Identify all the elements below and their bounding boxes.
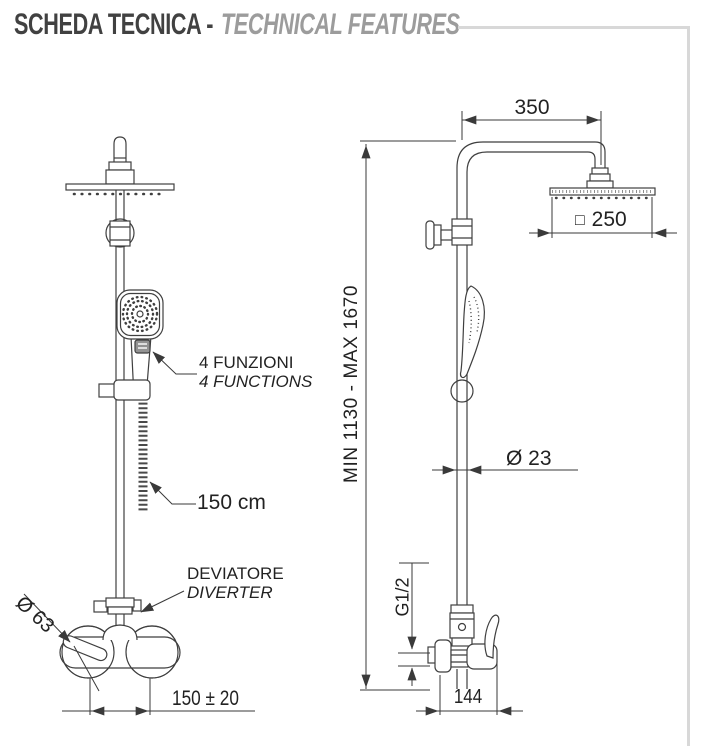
diverter-front <box>93 597 142 615</box>
frame-line-horizontal <box>458 26 690 29</box>
wall-bracket-clamp-front <box>109 220 131 247</box>
slider-bracket-front <box>98 379 151 401</box>
side-view-drawing <box>425 141 656 689</box>
functions-leader-line <box>152 351 197 375</box>
arm-projection-dimension: 350 <box>514 96 550 119</box>
diverter-leader-line <box>140 590 185 613</box>
mixer-valve-side <box>427 614 500 689</box>
diverter-label-english: DIVERTER <box>187 583 273 602</box>
side-view-dimensions <box>360 111 677 716</box>
hand-shower-side <box>459 285 485 379</box>
page-title: SCHEDA TECNICA -TECHNICAL FEATURES <box>14 8 460 42</box>
inlet-spacing-dimension: 150 ± 20 <box>172 687 239 710</box>
hose-leader-line <box>149 481 196 505</box>
functions-label-italian: 4 FUNZIONI <box>199 353 294 372</box>
front-view-dimensions <box>23 351 255 716</box>
wall-bracket-knob-side <box>425 220 454 250</box>
head-size-value: 250 <box>591 208 627 231</box>
page-title-italian: SCHEDA TECNICA - <box>14 8 214 41</box>
thread-size-dimension: G1/2 <box>392 577 413 617</box>
slider-ring-side <box>450 379 474 403</box>
overhead-shower-side <box>549 167 656 200</box>
diverter-label: DEVIATORE DIVERTER <box>187 564 284 602</box>
diverter-side <box>449 604 475 647</box>
functions-label: 4 FUNZIONI 4 FUNCTIONS <box>199 353 312 391</box>
head-size-dimension: □ 250 <box>575 208 627 232</box>
shower-column-side <box>456 200 468 644</box>
square-symbol: □ <box>575 212 585 229</box>
shower-column-front <box>115 190 125 650</box>
wall-bracket-clamp-side <box>451 218 473 246</box>
function-button <box>134 339 151 354</box>
page-title-english: TECHNICAL FEATURES <box>220 8 460 41</box>
escutcheon-leader-line <box>23 593 71 643</box>
height-range-dimension: MIN 1130 - MAX 1670 <box>341 285 362 483</box>
mixer-lever-side <box>484 614 500 659</box>
front-view-drawing <box>59 136 181 679</box>
hose-length-label: 150 cm <box>197 491 266 514</box>
frame-line-vertical <box>687 26 690 746</box>
functions-label-english: 4 FUNCTIONS <box>199 372 313 391</box>
pipe-diameter-dimension: Ø 23 <box>506 447 552 470</box>
wall-depth-dimension: 144 <box>453 686 483 708</box>
overhead-shower-front <box>65 136 175 196</box>
diverter-label-italian: DEVIATORE <box>187 564 284 583</box>
shower-arm-side <box>456 141 606 200</box>
mixer-valve-front <box>59 624 181 679</box>
